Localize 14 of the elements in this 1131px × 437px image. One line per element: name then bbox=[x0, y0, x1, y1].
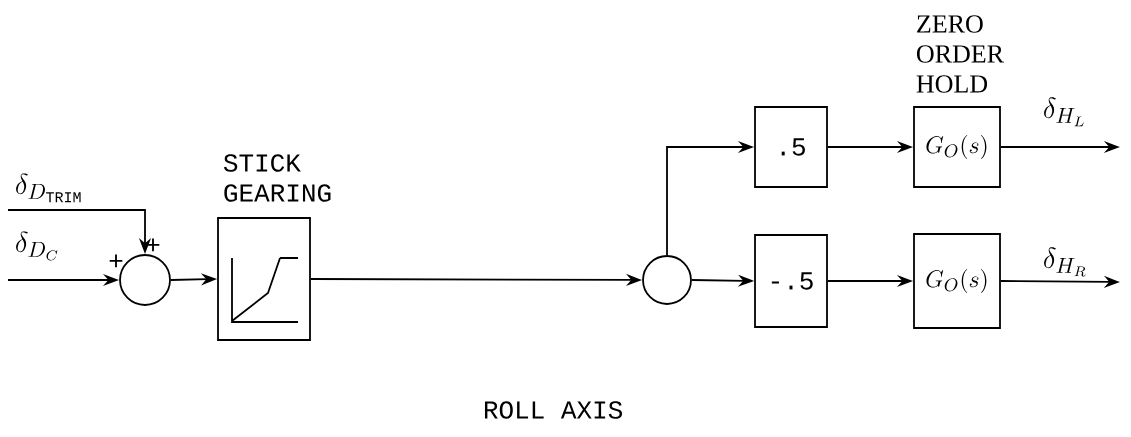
block-heading: ZERO ORDER HOLD bbox=[916, 15, 1004, 93]
signal-label: $\delta_{H_R}$ bbox=[1044, 247, 1086, 277]
caption: ROLL AXIS bbox=[485, 401, 623, 419]
signal-label: $\delta_{D_{\mathrm{TRIM}}}$ bbox=[16, 173, 81, 203]
sign-label: + bbox=[109, 254, 123, 268]
signal-label: $\delta_{D_C}$ bbox=[16, 231, 58, 261]
summing-junction bbox=[642, 255, 692, 305]
block-box: $G_O(s)$ bbox=[913, 233, 1001, 329]
sign-label: + bbox=[146, 238, 160, 252]
block-heading: STICK GEARING bbox=[223, 154, 331, 202]
block-box: .5 bbox=[754, 106, 828, 188]
signal-label: $\delta_{H_L}$ bbox=[1044, 97, 1084, 127]
block-box: $G_O(s)$ bbox=[913, 106, 1001, 188]
block-box: -.5 bbox=[754, 234, 828, 328]
